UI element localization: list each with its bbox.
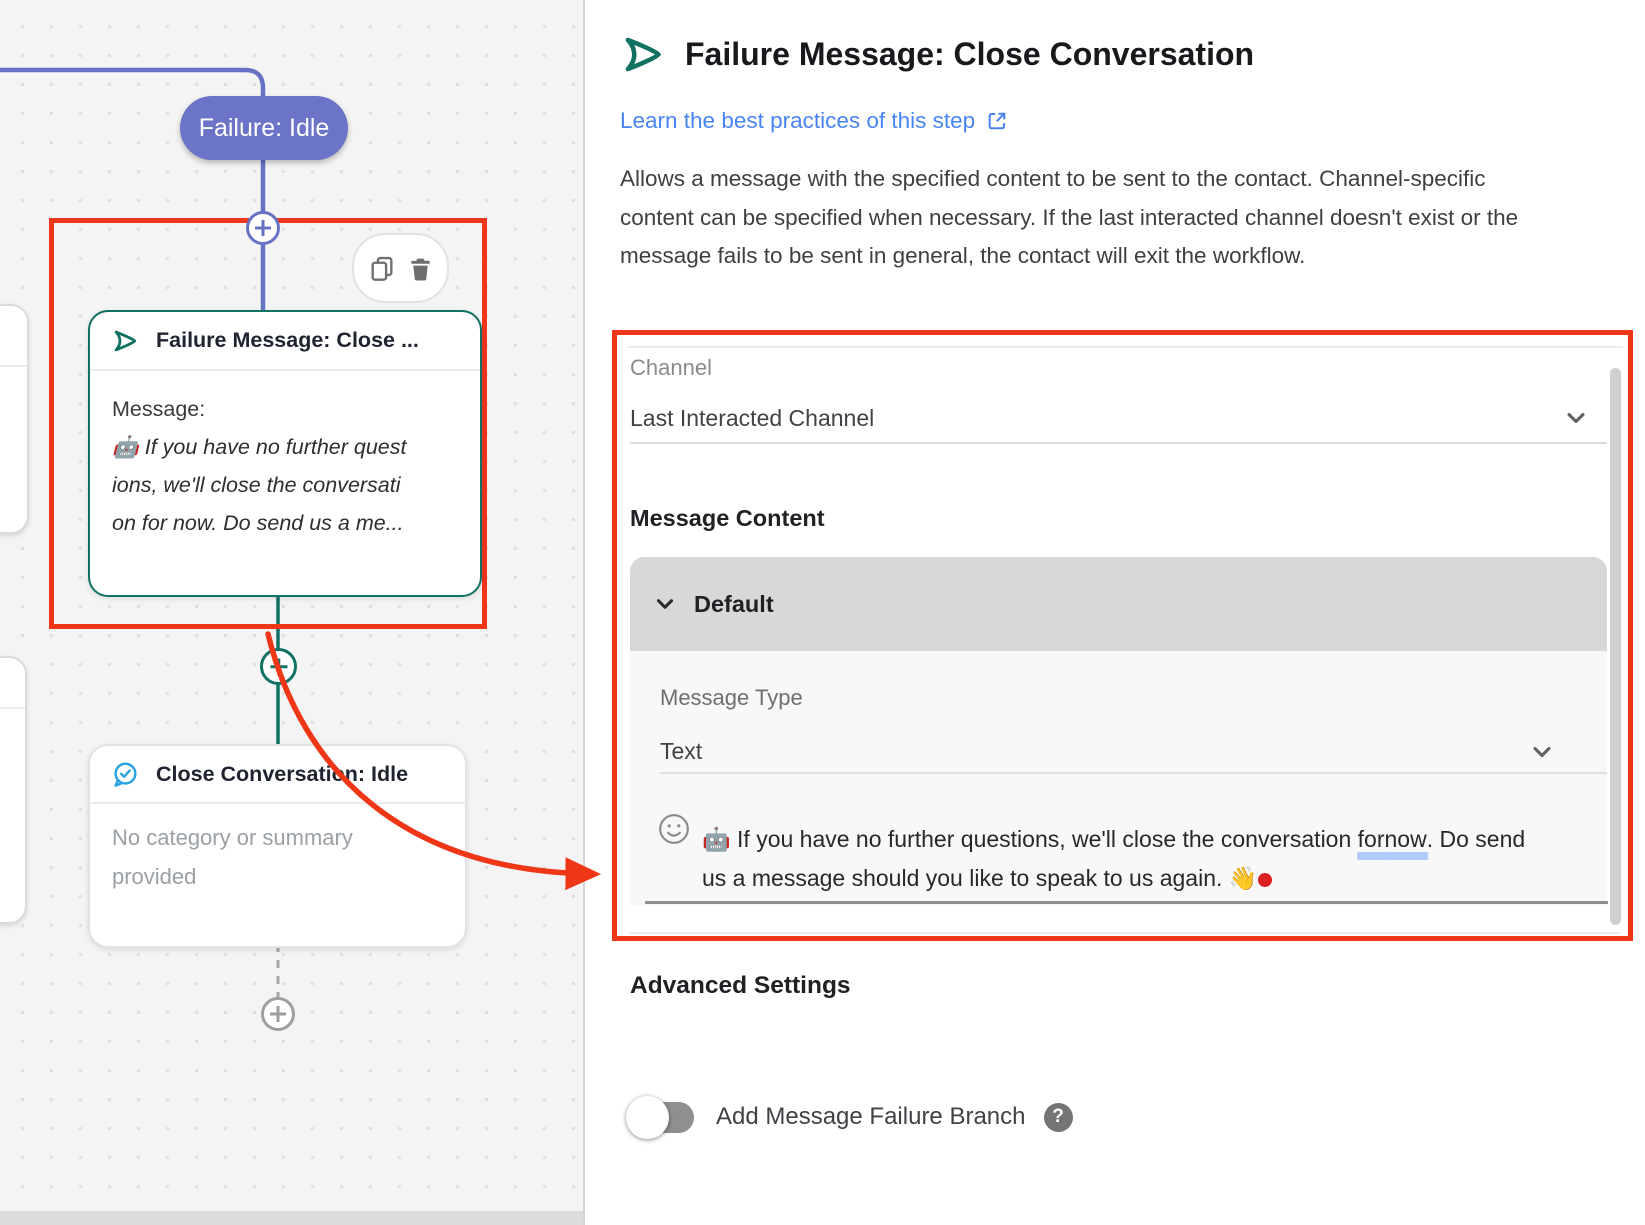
partial-node-left-bottom[interactable]: [0, 656, 27, 924]
channel-select-underline: [630, 442, 1607, 444]
node-title: Failure Message: Close ...: [156, 328, 419, 352]
message-preview-line: on for now. Do send us a me...: [112, 511, 404, 535]
send-message-icon: [625, 37, 661, 72]
toggle-label: Add Message Failure Branch: [716, 1103, 1026, 1130]
delete-button[interactable]: [407, 255, 434, 282]
panel-title-row: Failure Message: Close Conversation: [618, 30, 1254, 79]
message-text-segment: . Do send us a message should you like t…: [702, 826, 1526, 891]
chevron-down-icon[interactable]: [1562, 404, 1590, 432]
add-failure-branch-toggle[interactable]: [626, 1094, 694, 1140]
help-icon[interactable]: ?: [1043, 1102, 1073, 1132]
step-description: Allows a message with the specified cont…: [620, 166, 1519, 268]
branch-label-text: Failure: Idle: [198, 113, 330, 142]
chevron-down-icon[interactable]: [1528, 738, 1556, 766]
message-body-input[interactable]: 🤖 If you have no further questions, we'l…: [702, 820, 1532, 898]
node-body: No category or summary provided: [112, 818, 451, 896]
message-text-highlighted: for: [1357, 826, 1385, 852]
node-title: Close Conversation: Idle: [156, 762, 409, 786]
default-section-body: [630, 651, 1607, 905]
trash-icon: [410, 258, 430, 281]
message-field-label: Message:: [112, 397, 206, 421]
add-step-button-middle[interactable]: [260, 648, 297, 685]
message-content-heading: Message Content: [630, 505, 825, 531]
copy-button[interactable]: [368, 254, 396, 282]
message-preview-line: 🤖 If you have no further quest: [112, 435, 407, 459]
cursor-dot-icon: [1258, 873, 1273, 887]
panel-divider: [583, 0, 585, 1225]
advanced-settings-heading: Advanced Settings: [630, 972, 851, 999]
node-body: Message: 🤖 If you have no further quest …: [112, 390, 466, 542]
message-input-underline: [645, 901, 1608, 904]
channel-select-value[interactable]: Last Interacted Channel: [630, 405, 875, 431]
node-divider: [0, 365, 27, 367]
message-type-label: Message Type: [660, 685, 803, 710]
partial-node-left-top[interactable]: [0, 304, 29, 534]
toggle-knob: [626, 1096, 669, 1139]
best-practices-link[interactable]: Learn the best practices of this step: [620, 108, 1009, 134]
default-section-label: Default: [694, 590, 774, 617]
add-step-button-top[interactable]: [246, 211, 280, 245]
node-close-conversation[interactable]: Close Conversation: Idle No category or …: [88, 744, 467, 948]
close-conversation-icon: [114, 762, 137, 787]
annotation-rectangle-panel: [612, 330, 1633, 941]
message-text-highlighted: now: [1384, 826, 1427, 852]
node-failure-message[interactable]: Failure Message: Close ... Message: 🤖 If…: [88, 310, 482, 597]
default-section-header[interactable]: Default: [630, 557, 1607, 651]
channel-label: Channel: [630, 355, 712, 380]
branch-label-failure-idle[interactable]: Failure: Idle: [180, 96, 348, 160]
failure-branch-toggle-row: Add Message Failure Branch ?: [626, 1094, 1073, 1140]
canvas-bottom-bar: [0, 1211, 583, 1225]
message-type-underline: [660, 772, 1607, 774]
message-preview-line: ions, we'll close the conversati: [112, 473, 401, 497]
external-link-icon: [988, 112, 1006, 130]
node-summary-line: provided: [112, 864, 197, 889]
panel-scrollbar[interactable]: [1610, 368, 1621, 925]
node-header: Close Conversation: Idle: [90, 746, 465, 803]
message-type-select-value[interactable]: Text: [660, 738, 703, 764]
message-text-segment: 🤖 If you have no further questions, we'l…: [702, 826, 1358, 852]
send-message-icon: [114, 330, 137, 351]
help-glyph: ?: [1052, 1106, 1064, 1127]
chevron-down-icon: [656, 599, 674, 609]
node-summary-line: No category or summary: [112, 825, 353, 850]
copy-icon: [371, 256, 392, 281]
node-divider: [90, 369, 480, 371]
node-toolbar: [352, 233, 449, 303]
emoji-picker-button[interactable]: [657, 812, 691, 851]
divider: [628, 346, 1623, 348]
node-divider: [90, 802, 465, 804]
node-header: Failure Message: Close ...: [90, 312, 480, 369]
add-step-button-bottom[interactable]: [261, 997, 295, 1031]
node-divider: [0, 707, 25, 709]
panel-title: Failure Message: Close Conversation: [685, 36, 1255, 72]
best-practices-link-text: Learn the best practices of this step: [620, 108, 976, 133]
divider: [630, 932, 1620, 934]
smiley-icon: [659, 814, 689, 844]
